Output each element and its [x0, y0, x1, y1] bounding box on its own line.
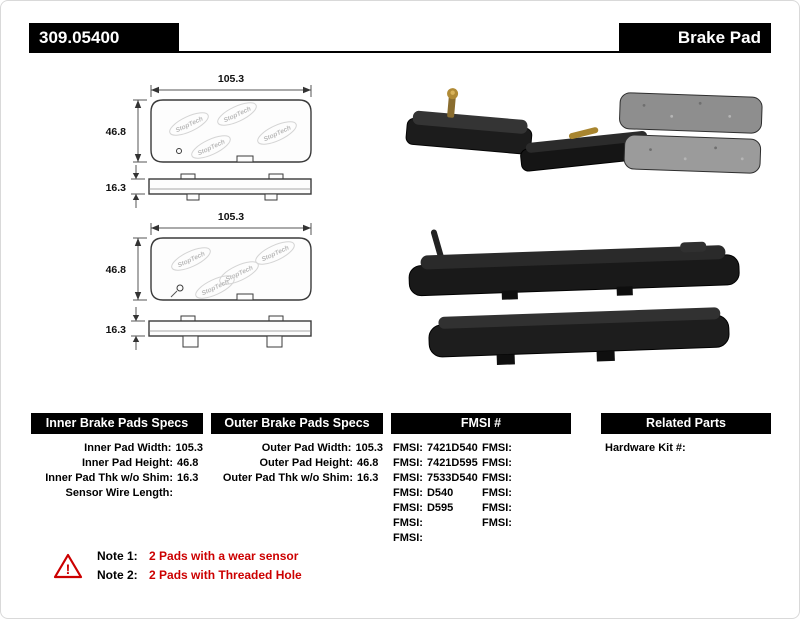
fmsi-label: FMSI: — [393, 487, 423, 499]
note-label: Note 2: — [97, 568, 138, 582]
warning-icon: ! — [53, 553, 83, 579]
pad-drawing-1: 105.3 46.8 StopTech StopTech — [106, 73, 312, 208]
fmsi-value: D595 — [426, 502, 454, 514]
photo-pad-with-sensor — [405, 88, 533, 155]
note-text: 2 Pads with a wear sensor — [149, 549, 299, 563]
spec-value: 16.3 — [357, 472, 379, 484]
pad-front-view: StopTech StopTech StopTech StopTech — [150, 237, 312, 301]
spec-label: Inner Pad Height: — [81, 457, 173, 469]
outer-specs-column: Outer Brake Pads Specs Outer Pad Width: … — [211, 413, 383, 546]
hardware-kit-row: Hardware Kit #: — [601, 441, 771, 456]
fmsi-label: FMSI: — [482, 517, 512, 529]
pad-front-view: StopTech StopTech StopTech StopTech — [150, 99, 312, 163]
photo-pad-center — [520, 127, 657, 172]
page-title: Brake Pad — [677, 28, 761, 47]
fmsi-label: FMSI: — [393, 472, 423, 484]
part-number: 309.05400 — [39, 28, 120, 47]
fmsi-label: FMSI: — [393, 502, 423, 514]
related-parts-header: Related Parts — [601, 413, 771, 434]
outer-pad-thk-row: Outer Pad Thk w/o Shim: 16.3 — [211, 471, 383, 486]
width-dim-label: 105.3 — [218, 73, 244, 85]
fmsi-label: FMSI: — [482, 502, 512, 514]
spec-label: Outer Pad Width: — [261, 442, 352, 454]
specs-table: Inner Brake Pads Specs Inner Pad Width: … — [31, 413, 771, 546]
spec-value: 46.8 — [177, 457, 199, 469]
photo-pad-assembly-bottom — [428, 307, 730, 365]
thickness-dimension: 16.3 — [106, 165, 145, 208]
width-dimension: 105.3 — [150, 73, 312, 97]
related-parts-column: Related Parts Hardware Kit #: — [601, 413, 771, 546]
warning-glyph: ! — [66, 561, 71, 577]
fmsi-row: FMSI: 7421D595 FMSI: — [391, 456, 571, 471]
product-photo-bottom — [408, 229, 740, 365]
outer-pad-width-row: Outer Pad Width: 105.3 — [211, 441, 383, 456]
fmsi-row: FMSI: D595 FMSI: — [391, 501, 571, 516]
inner-specs-column: Inner Brake Pads Specs Inner Pad Width: … — [31, 413, 203, 546]
fmsi-value: 7421D595 — [426, 457, 478, 469]
spec-label: Inner Pad Thk w/o Shim: — [45, 472, 173, 484]
photo-pads-friction — [619, 92, 763, 174]
fmsi-value: D540 — [426, 487, 454, 499]
fmsi-column: FMSI # FMSI: 7421D540 FMSI: FMSI: 7421 — [391, 413, 571, 546]
pad-side-view — [148, 173, 312, 201]
inner-pad-height-row: Inner Pad Height: 46.8 — [31, 456, 203, 471]
fmsi-label: FMSI: — [393, 517, 423, 529]
spec-value: 16.3 — [177, 472, 199, 484]
page-header: 309.05400 Brake Pad — [29, 23, 771, 53]
fmsi-value: 7421D540 — [426, 442, 478, 454]
inner-pad-thk-row: Inner Pad Thk w/o Shim: 16.3 — [31, 471, 203, 486]
width-dimension: 105.3 — [150, 211, 312, 235]
pad-drawing-2: 105.3 46.8 StopTech S — [106, 211, 312, 350]
fmsi-row: FMSI: — [391, 531, 571, 546]
outer-pad-height-row: Outer Pad Height: 46.8 — [211, 456, 383, 471]
height-dim-label: 46.8 — [106, 126, 127, 138]
header-rule — [179, 23, 619, 53]
inner-specs-header: Inner Brake Pads Specs — [31, 413, 203, 434]
inner-pad-width-row: Inner Pad Width: 105.3 — [31, 441, 203, 456]
spec-label: Outer Pad Thk w/o Shim: — [222, 472, 353, 484]
note-2: Note 2: 2 Pads with Threaded Hole — [97, 566, 302, 585]
spec-value: 105.3 — [175, 442, 203, 454]
height-dim-label: 46.8 — [106, 264, 127, 276]
photo-pad-assembly-top — [408, 229, 740, 300]
fmsi-row: FMSI: 7533D540 FMSI: — [391, 471, 571, 486]
notes-section: ! Note 1: 2 Pads with a wear sensor Note… — [53, 547, 302, 585]
fmsi-label: FMSI: — [482, 457, 512, 469]
note-label: Note 1: — [97, 549, 138, 563]
spec-label: Sensor Wire Length: — [65, 487, 173, 499]
width-dim-label: 105.3 — [218, 211, 244, 223]
height-dimension: 46.8 — [106, 237, 147, 301]
fmsi-row: FMSI: FMSI: — [391, 516, 571, 531]
thickness-dimension: 16.3 — [106, 307, 145, 350]
product-type-banner: Brake Pad — [619, 23, 771, 53]
spec-value: 46.8 — [357, 457, 379, 469]
fmsi-label: FMSI: — [393, 442, 423, 454]
fmsi-row: FMSI: 7421D540 FMSI: — [391, 441, 571, 456]
pad-side-view — [148, 315, 312, 348]
spec-label: Inner Pad Width: — [84, 442, 172, 454]
fmsi-label: FMSI: — [482, 472, 512, 484]
spec-value: 105.3 — [355, 442, 383, 454]
fmsi-label: FMSI: — [393, 532, 423, 544]
thickness-dim-label: 16.3 — [106, 324, 127, 336]
fmsi-header: FMSI # — [391, 413, 571, 434]
note-1: Note 1: 2 Pads with a wear sensor — [97, 547, 302, 566]
part-number-banner: 309.05400 — [29, 23, 179, 53]
sensor-wire-length-row: Sensor Wire Length: — [31, 486, 203, 501]
fmsi-label: FMSI: — [482, 442, 512, 454]
fmsi-row: FMSI: D540 FMSI: — [391, 486, 571, 501]
note-text: 2 Pads with Threaded Hole — [149, 568, 302, 582]
height-dimension: 46.8 — [106, 99, 147, 163]
thickness-dim-label: 16.3 — [106, 182, 127, 194]
fmsi-label: FMSI: — [482, 487, 512, 499]
spec-label: Hardware Kit #: — [605, 442, 686, 454]
fmsi-label: FMSI: — [393, 457, 423, 469]
outer-specs-header: Outer Brake Pads Specs — [211, 413, 383, 434]
spec-label: Outer Pad Height: — [259, 457, 353, 469]
product-photo-top — [405, 88, 763, 174]
fmsi-value: 7533D540 — [426, 472, 478, 484]
